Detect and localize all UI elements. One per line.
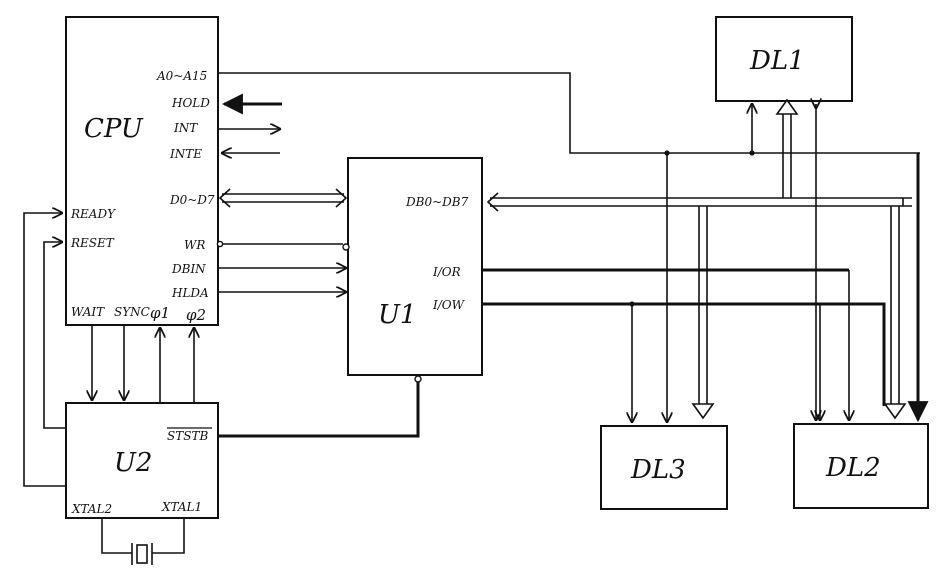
u2-block: U2 (65, 402, 219, 519)
pin-hlda: HLDA (171, 286, 209, 300)
ready-reset-feedback (23, 213, 66, 487)
pin-inte: INTE (169, 147, 202, 161)
pin-phi1: φ1 (150, 304, 170, 322)
u1-label: U1 (378, 300, 416, 330)
u2-label: U2 (114, 448, 152, 478)
cpu-pin-labels: A0~A15 HOLD INT INTE D0~D7 READY RESET W… (70, 69, 215, 324)
pin-xtal2: XTAL2 (71, 502, 112, 516)
dl2-block: DL2 (793, 423, 929, 509)
pin-ready: READY (70, 207, 116, 221)
cpu-data-bus (218, 188, 348, 208)
pin-wait: WAIT (71, 305, 105, 319)
crystal-oscillator (101, 518, 185, 565)
cpu-control-lines (218, 93, 282, 153)
peripheral-data-bus (486, 98, 912, 420)
dl3-label: DL3 (630, 455, 686, 485)
io-write-line (482, 301, 886, 422)
pin-ststb: STSTB (167, 429, 208, 443)
cpu-u1-control (216, 240, 350, 292)
pin-hold: HOLD (171, 96, 210, 110)
u2-pin-labels: STSTB XTAL2 XTAL1 (71, 427, 212, 516)
pin-db-bus: DB0~DB7 (405, 195, 469, 209)
dl1-label: DL1 (749, 46, 805, 76)
pin-dbin: DBIN (171, 262, 206, 276)
dl3-block: DL3 (600, 425, 728, 510)
pin-wr: WR (184, 238, 205, 252)
pin-int: INT (173, 121, 198, 135)
pin-reset: RESET (70, 236, 115, 250)
io-read-line (482, 104, 849, 420)
cpu-label: CPU (84, 114, 144, 144)
ststb-line (218, 375, 422, 438)
dl2-label: DL2 (825, 453, 881, 483)
u1-pin-labels: DB0~DB7 I/OR I/OW (405, 195, 469, 312)
pin-data-bus: D0~D7 (169, 193, 215, 207)
pin-sync: SYNC (114, 305, 150, 319)
pin-xtal1: XTAL1 (161, 500, 202, 514)
cpu-u2-signals (92, 325, 194, 403)
pin-iow: I/OW (432, 298, 466, 312)
u1-block: U1 (347, 157, 483, 376)
pin-phi2: φ2 (186, 306, 206, 324)
cpu-block: CPU (65, 16, 219, 326)
pin-address-bus: A0~A15 (156, 69, 207, 83)
dl1-block: DL1 (715, 16, 853, 102)
address-bus (218, 72, 929, 422)
pin-ior: I/OR (432, 265, 461, 279)
